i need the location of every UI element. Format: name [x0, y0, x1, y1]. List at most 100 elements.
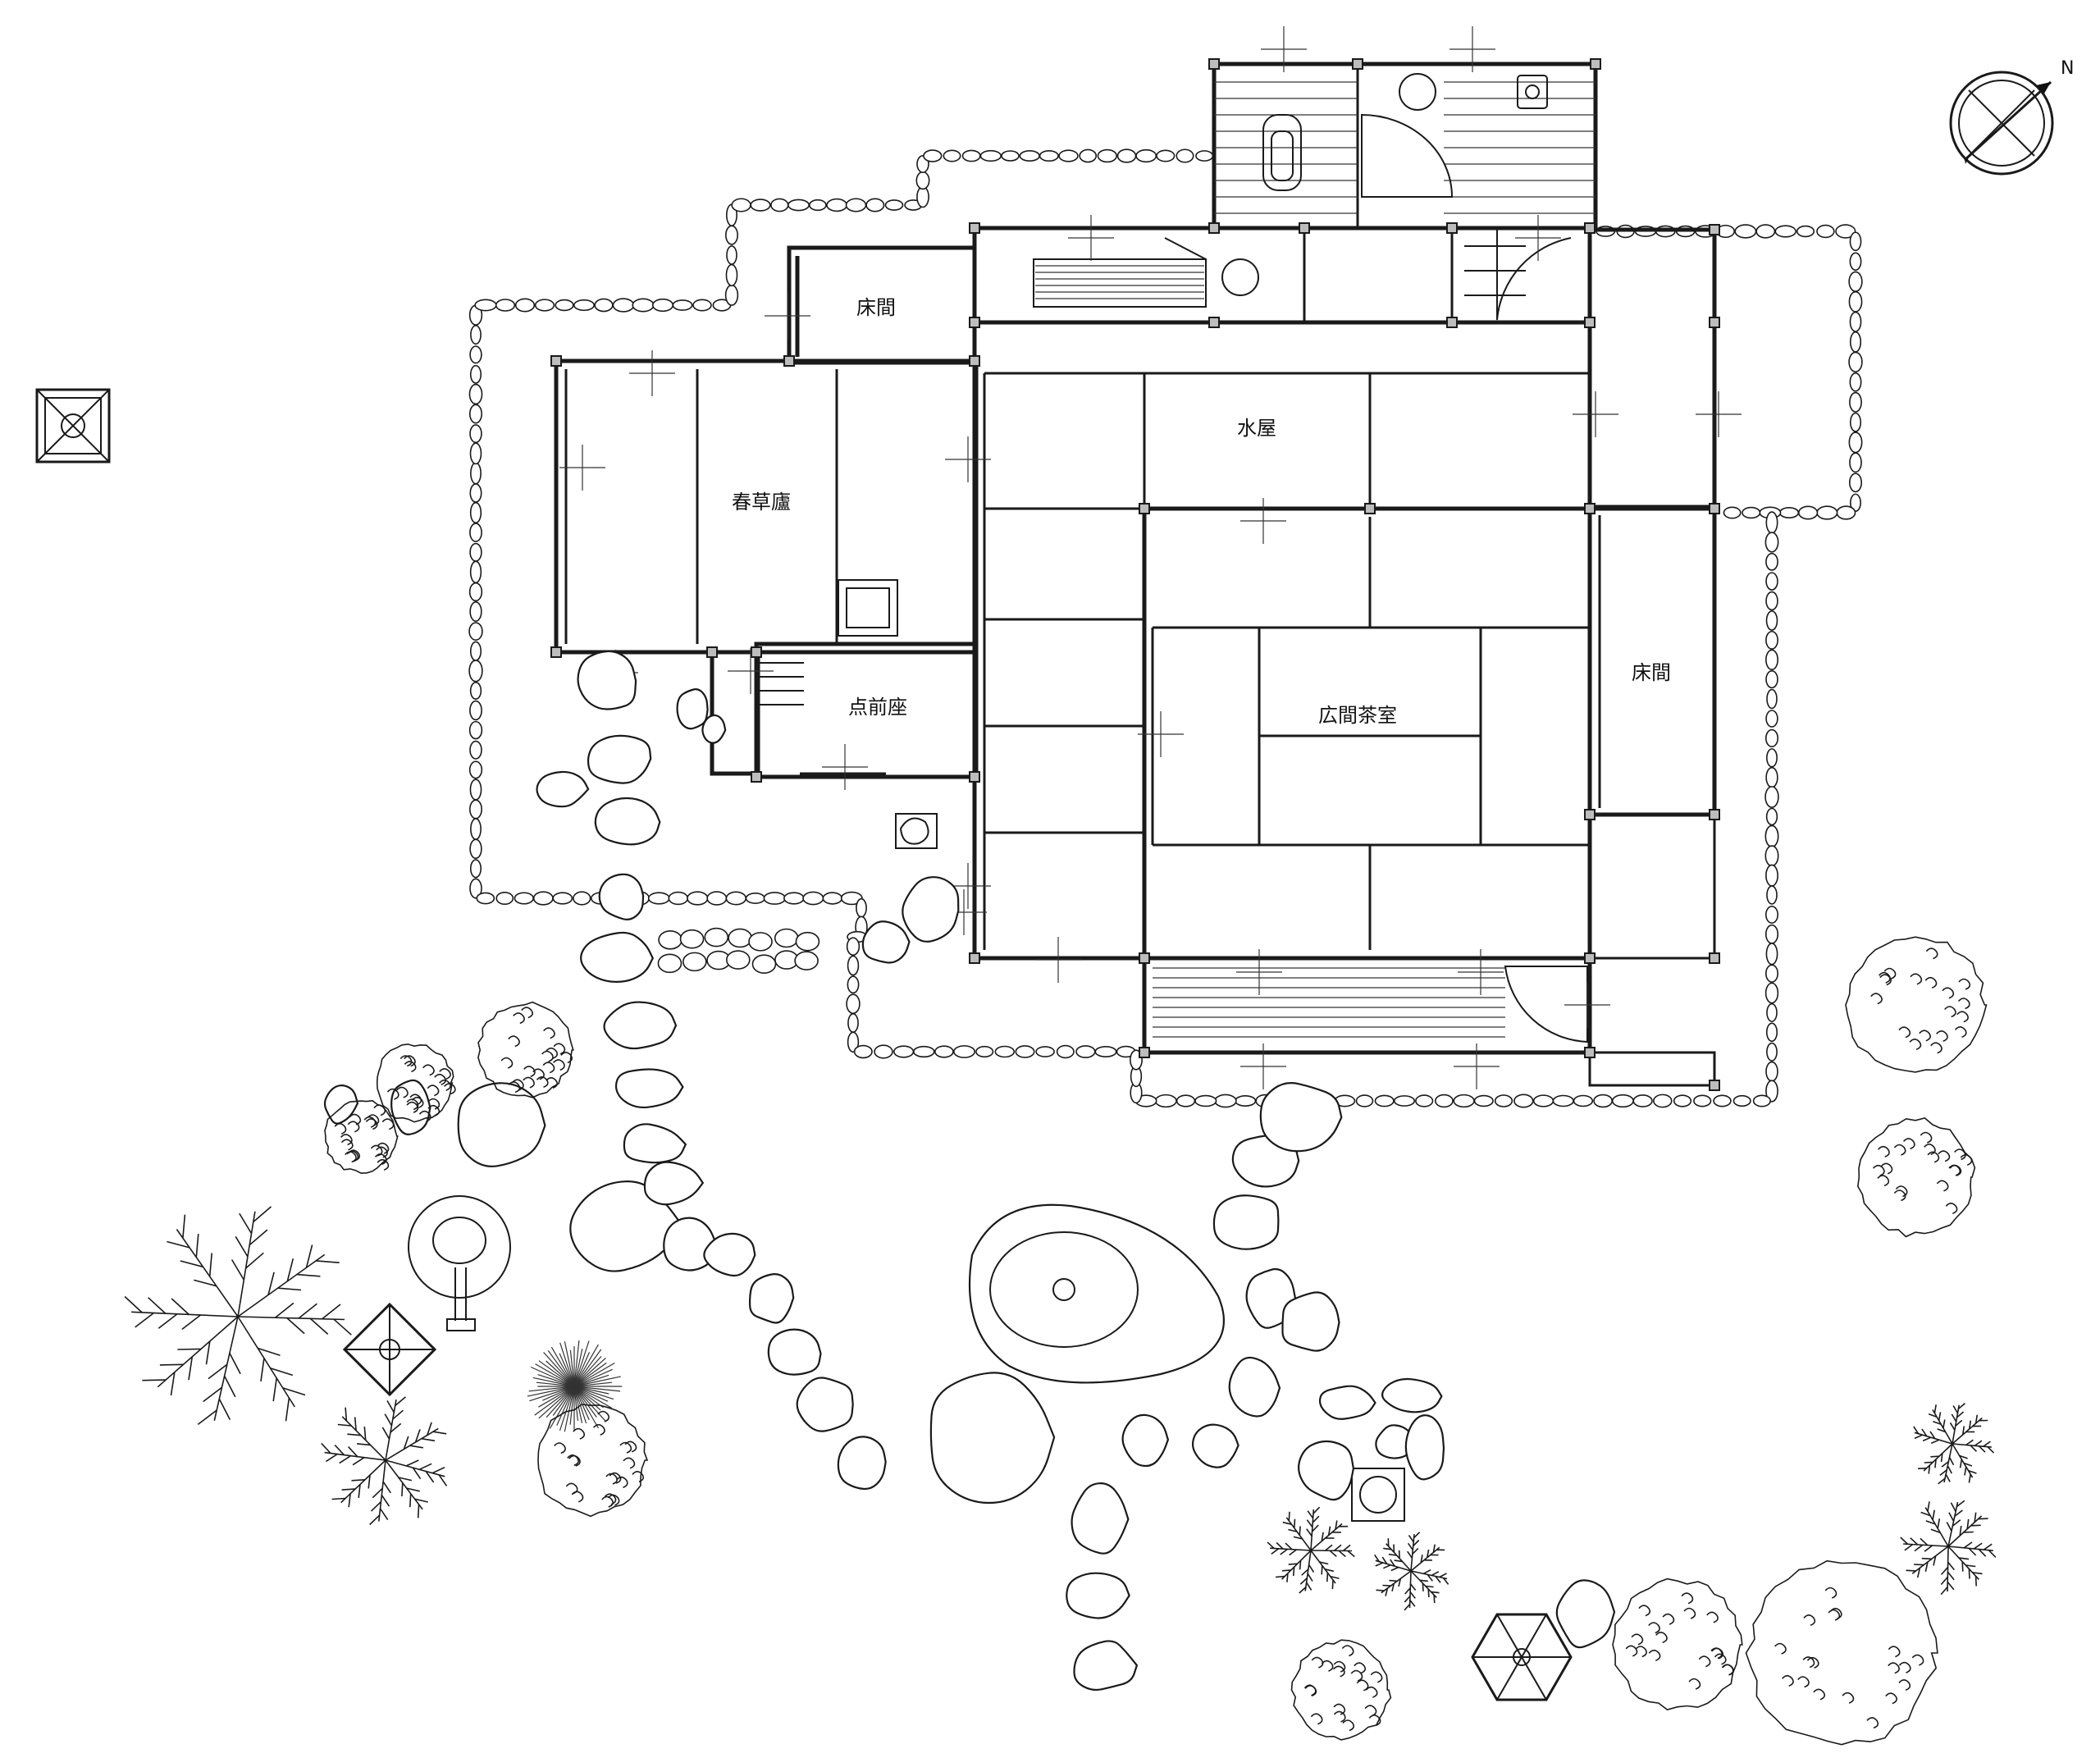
shrub-leaf: [1877, 1175, 1890, 1187]
shrub-leaf: [623, 1457, 636, 1469]
shrub-leaf: [1350, 1669, 1363, 1682]
tree-twig: [181, 1314, 201, 1331]
pine-needle: [559, 1342, 575, 1387]
pine-needle: [529, 1386, 575, 1402]
tree-twig: [1312, 1515, 1320, 1523]
shrub-leaf: [1936, 1180, 1949, 1192]
tree-branch: [385, 1399, 397, 1461]
shrub-leaf: [1911, 1654, 1924, 1666]
shrub-leaf: [1648, 1622, 1660, 1634]
stepping-stone: [1381, 1377, 1443, 1413]
tree-twig: [258, 1347, 281, 1356]
shrub-leaf: [1895, 1185, 1908, 1198]
shrub-leaf: [1829, 1607, 1842, 1619]
stepping-stone: [703, 1232, 756, 1277]
border-pebble: [1765, 766, 1778, 788]
pine-needle: [569, 1386, 575, 1425]
border-pebble: [1765, 552, 1778, 571]
tree-twig: [1974, 1440, 1983, 1446]
veranda-door-swing: [1504, 966, 1588, 1043]
shrub-leaf: [605, 1473, 619, 1485]
tree-twig: [405, 1459, 419, 1467]
tree-branch: [176, 1229, 239, 1317]
shrub-leaf: [1774, 1642, 1787, 1655]
nijiriguchi-step: [710, 650, 760, 776]
shrub-leaf: [1885, 1692, 1897, 1705]
border-pebble: [1765, 511, 1778, 534]
column-post: [1446, 222, 1458, 234]
tree-twig: [1431, 1571, 1440, 1577]
deciduous-tree-icon: [1913, 1402, 1995, 1485]
tree-twig: [1940, 1576, 1948, 1586]
border-pebble: [748, 932, 773, 952]
tree-twig: [1966, 1518, 1970, 1529]
pine-needle: [573, 1386, 621, 1392]
shrub-leaf: [1813, 1688, 1826, 1701]
border-pebble: [1766, 1002, 1778, 1022]
shrub-leaf: [434, 1073, 446, 1085]
tree-branch: [1932, 1409, 1953, 1445]
shrub-leaf: [1662, 1613, 1675, 1625]
tree-twig: [1407, 1542, 1413, 1550]
border-pebble: [1742, 506, 1761, 519]
tree-twig: [1921, 1428, 1928, 1437]
stepping-stone: [1555, 1579, 1616, 1649]
tree-twig: [239, 1212, 253, 1235]
tree-twig: [1951, 1413, 1957, 1422]
tree-twig: [1917, 1467, 1927, 1470]
border-pebble: [1765, 943, 1778, 966]
shrub-leaf: [1655, 1632, 1668, 1644]
border-pebble: [532, 891, 554, 906]
tree-twig: [1924, 1545, 1933, 1552]
tree-twig: [1914, 1434, 1923, 1440]
shrub-leaf: [1870, 993, 1883, 1005]
border-pebble: [731, 198, 751, 212]
shrub-outline: [1745, 1559, 1938, 1746]
border-pebble: [1693, 1094, 1712, 1107]
pine-needle: [573, 1362, 607, 1387]
border-pebble: [1849, 412, 1862, 432]
border-pebble: [1056, 1044, 1075, 1059]
shrub-leaf: [406, 1098, 419, 1111]
border-pebble: [1552, 1094, 1574, 1107]
border-pebble: [1849, 311, 1862, 332]
tree-twig: [1932, 1509, 1935, 1520]
pine-needle: [573, 1352, 591, 1387]
tree-twig: [1950, 1502, 1956, 1512]
border-pebble: [1732, 1094, 1751, 1107]
border-pebble: [469, 345, 482, 364]
border-pebble: [802, 891, 824, 906]
tree-twig: [1419, 1579, 1428, 1582]
tree-twig: [1940, 1566, 1949, 1575]
stepping-stone: [902, 876, 960, 943]
column-post: [1446, 317, 1458, 328]
border-pebble: [1532, 1094, 1554, 1107]
border-pebble: [795, 931, 820, 952]
border-pebble: [1513, 1094, 1534, 1108]
shrub-leaf: [1714, 1653, 1727, 1665]
tree-twig: [316, 1260, 340, 1263]
border-pebble: [1734, 224, 1757, 239]
shrub-leaf: [1944, 1006, 1956, 1018]
column-post: [1709, 952, 1720, 964]
column-post: [969, 222, 980, 234]
border-pebble: [469, 483, 482, 503]
shrub-leaf: [597, 1410, 610, 1422]
border-pebble: [1673, 1094, 1692, 1107]
tree-twig: [159, 1363, 184, 1366]
shrub-leaf: [1919, 1030, 1931, 1042]
stepping-stone: [1191, 1423, 1239, 1468]
tree-twig: [1959, 1459, 1963, 1468]
shrub-leaf: [406, 1101, 419, 1113]
tree-twig: [229, 1353, 241, 1375]
border-pebble: [1764, 982, 1779, 1004]
border-pebble: [1765, 1080, 1778, 1103]
column-post: [751, 771, 762, 783]
border-pebble: [573, 891, 591, 906]
shrub-leaf: [340, 1134, 353, 1146]
stepping-stone: [1066, 1572, 1130, 1619]
border-pebble: [1094, 1045, 1117, 1058]
shrub-leaf: [334, 1122, 347, 1135]
shrub-leaf: [615, 1476, 628, 1488]
pine-needle: [573, 1357, 606, 1387]
